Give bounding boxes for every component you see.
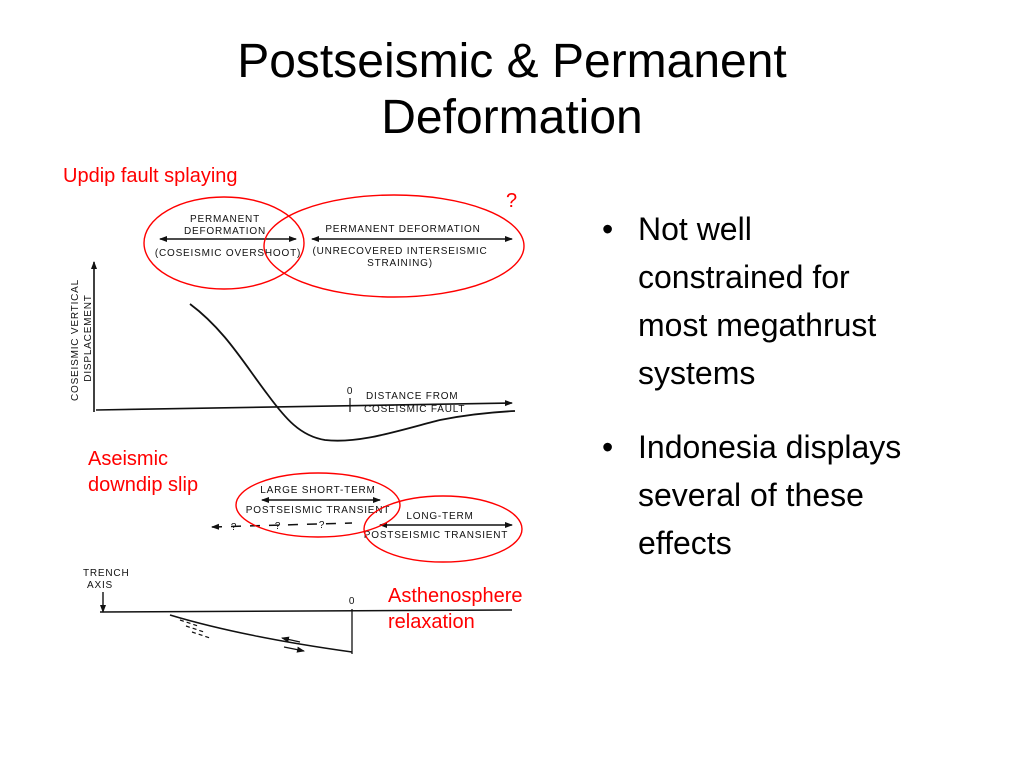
question-mark-2: ? [275, 521, 281, 532]
unrecovered-ellipse [263, 194, 525, 298]
perm-right-label-1: PERMANENT DEFORMATION [325, 224, 480, 235]
slip-arrow-lower-2 [283, 646, 305, 653]
asthenosphere-ellipse [363, 495, 523, 563]
bullet-item-2: • Indonesia displays several of these ef… [598, 423, 1008, 567]
y-axis-label-1: COSEISMIC VERTICAL [70, 279, 81, 401]
title-line-1: Postseismic & Permanent [237, 35, 787, 88]
bullet-2-line-1: Indonesia displays [638, 429, 902, 465]
astheno-line-1: Asthenosphere [388, 585, 523, 607]
perm-left-label-2: DEFORMATION [184, 226, 266, 237]
distance-label-1: DISTANCE FROM [366, 391, 458, 402]
aseismic-line-2: downdip slip [88, 474, 199, 496]
surface-line [99, 609, 513, 613]
displacement-curve [189, 303, 516, 442]
bullet-item-1: • Not well constrained for most megathru… [598, 205, 1008, 397]
bullet-1-line-2: constrained for [638, 259, 850, 295]
bullet-2-line-2: several of these [638, 477, 864, 513]
slide-title: Postseismic & Permanent Deformation [0, 34, 1024, 146]
large-transient-label-2: POSTSEISMIC TRANSIENT [246, 505, 390, 516]
bullet-2-line-3: effects [638, 525, 732, 561]
distance-label-2: COSEISMIC FAULT [364, 404, 465, 415]
annotation-aseismic-downdip-slip: Aseismic downdip slip [88, 446, 198, 498]
question-mark-3: ? [319, 520, 325, 531]
annotation-asthenosphere-relaxation: Asthenosphere relaxation [388, 583, 523, 635]
title-line-2: Deformation [381, 91, 643, 144]
perm-right-label-3: STRAINING) [367, 258, 433, 269]
trench-label-1: TRENCH [83, 568, 129, 579]
bullet-1-line-1: Not well [638, 211, 752, 247]
bullet-1-line-4: systems [638, 355, 756, 391]
astheno-line-2: relaxation [388, 611, 475, 633]
y-axis-label-2: DISPLACEMENT [83, 294, 94, 381]
origin-label-2: 0 [349, 596, 355, 607]
uncertain-extent-arrow [211, 522, 353, 530]
slip-arrows-upper [179, 619, 211, 639]
annotation-updip-fault-splaying: Updip fault splaying [63, 165, 238, 187]
large-transient-label-1: LARGE SHORT-TERM [260, 485, 375, 496]
perm-right-label-2: (UNRECOVERED INTERSEISMIC [312, 246, 487, 257]
perm-left-label-3: (COSEISMIC OVERSHOOT) [155, 248, 301, 259]
bullet-list: • Not well constrained for most megathru… [598, 205, 1008, 589]
aseismic-line-1: Aseismic [88, 448, 169, 470]
aseismic-ellipse [235, 472, 401, 538]
long-term-label-2: POSTSEISMIC TRANSIENT [364, 530, 508, 541]
updip-ellipse [143, 196, 305, 290]
bullet-marker: • [602, 211, 614, 247]
long-term-label-1: LONG-TERM [406, 511, 473, 522]
x-axis [95, 400, 513, 411]
bullet-marker: • [602, 429, 614, 465]
bullet-1-line-3: most megathrust [638, 307, 877, 343]
origin-label: 0 [347, 386, 353, 397]
annotation-question-mark: ? [506, 190, 518, 212]
trench-label-2: AXIS [87, 580, 113, 591]
megathrust-interface [169, 614, 353, 653]
slip-arrow-lower-1 [281, 636, 301, 643]
question-mark-1: ? [231, 522, 237, 533]
perm-left-label-1: PERMANENT [190, 214, 260, 225]
